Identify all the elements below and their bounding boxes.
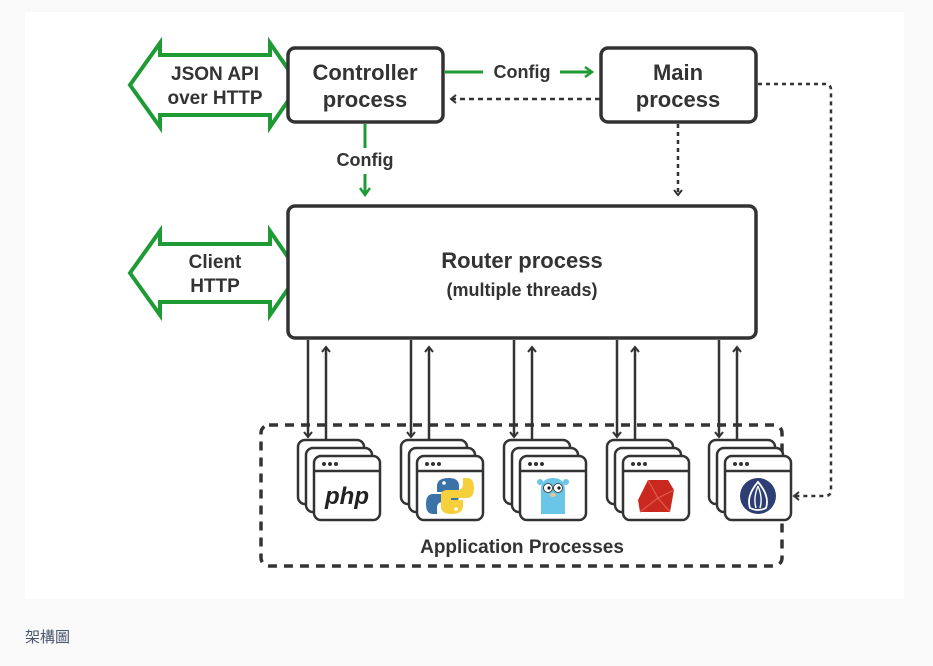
controller-label: Controller bbox=[312, 60, 418, 85]
app-stack-go bbox=[502, 438, 588, 522]
config-arrow-horizontal: Config bbox=[445, 62, 591, 82]
router-threads-label: (multiple threads) bbox=[446, 280, 597, 300]
main-process-label: process bbox=[636, 87, 720, 112]
router-label: Router process bbox=[441, 248, 602, 273]
client-label: Client bbox=[189, 252, 242, 273]
perl-logo-icon bbox=[740, 478, 776, 514]
router-process-box: Router process (multiple threads) bbox=[286, 204, 758, 340]
app-stack-ruby bbox=[605, 438, 691, 522]
config-vertical-label: Config bbox=[337, 150, 394, 170]
application-processes-label: Application Processes bbox=[420, 537, 624, 558]
app-stacks: php bbox=[296, 438, 793, 522]
go-logo-icon bbox=[537, 478, 569, 514]
config-horizontal-label: Config bbox=[494, 62, 551, 82]
controller-process-box: Controller process bbox=[286, 46, 445, 124]
python-logo-icon bbox=[426, 478, 474, 514]
app-stack-perl bbox=[707, 438, 793, 522]
app-stack-python bbox=[399, 438, 485, 522]
app-stack-php: php bbox=[296, 438, 382, 522]
config-arrow-vertical: Config bbox=[337, 124, 394, 194]
main-label: Main bbox=[653, 60, 703, 85]
client-http-double-arrow: Client HTTP bbox=[127, 224, 302, 322]
main-process-box: Main process bbox=[599, 46, 758, 124]
router-app-arrows bbox=[303, 340, 742, 452]
json-api-double-arrow: JSON API over HTTP bbox=[127, 36, 302, 134]
ruby-logo-icon bbox=[638, 479, 675, 513]
controller-process-label: process bbox=[323, 87, 407, 112]
http-label: HTTP bbox=[190, 276, 240, 297]
over-http-label: over HTTP bbox=[167, 88, 262, 109]
php-logo-icon: php bbox=[324, 483, 369, 510]
svg-text:php: php bbox=[324, 483, 369, 510]
main-to-apps-dotted-arrow bbox=[758, 82, 833, 501]
json-api-label: JSON API bbox=[171, 64, 259, 85]
figure-caption: 架構圖 bbox=[25, 628, 71, 646]
architecture-diagram: JSON API over HTTP Controller process Ma… bbox=[25, 12, 904, 599]
